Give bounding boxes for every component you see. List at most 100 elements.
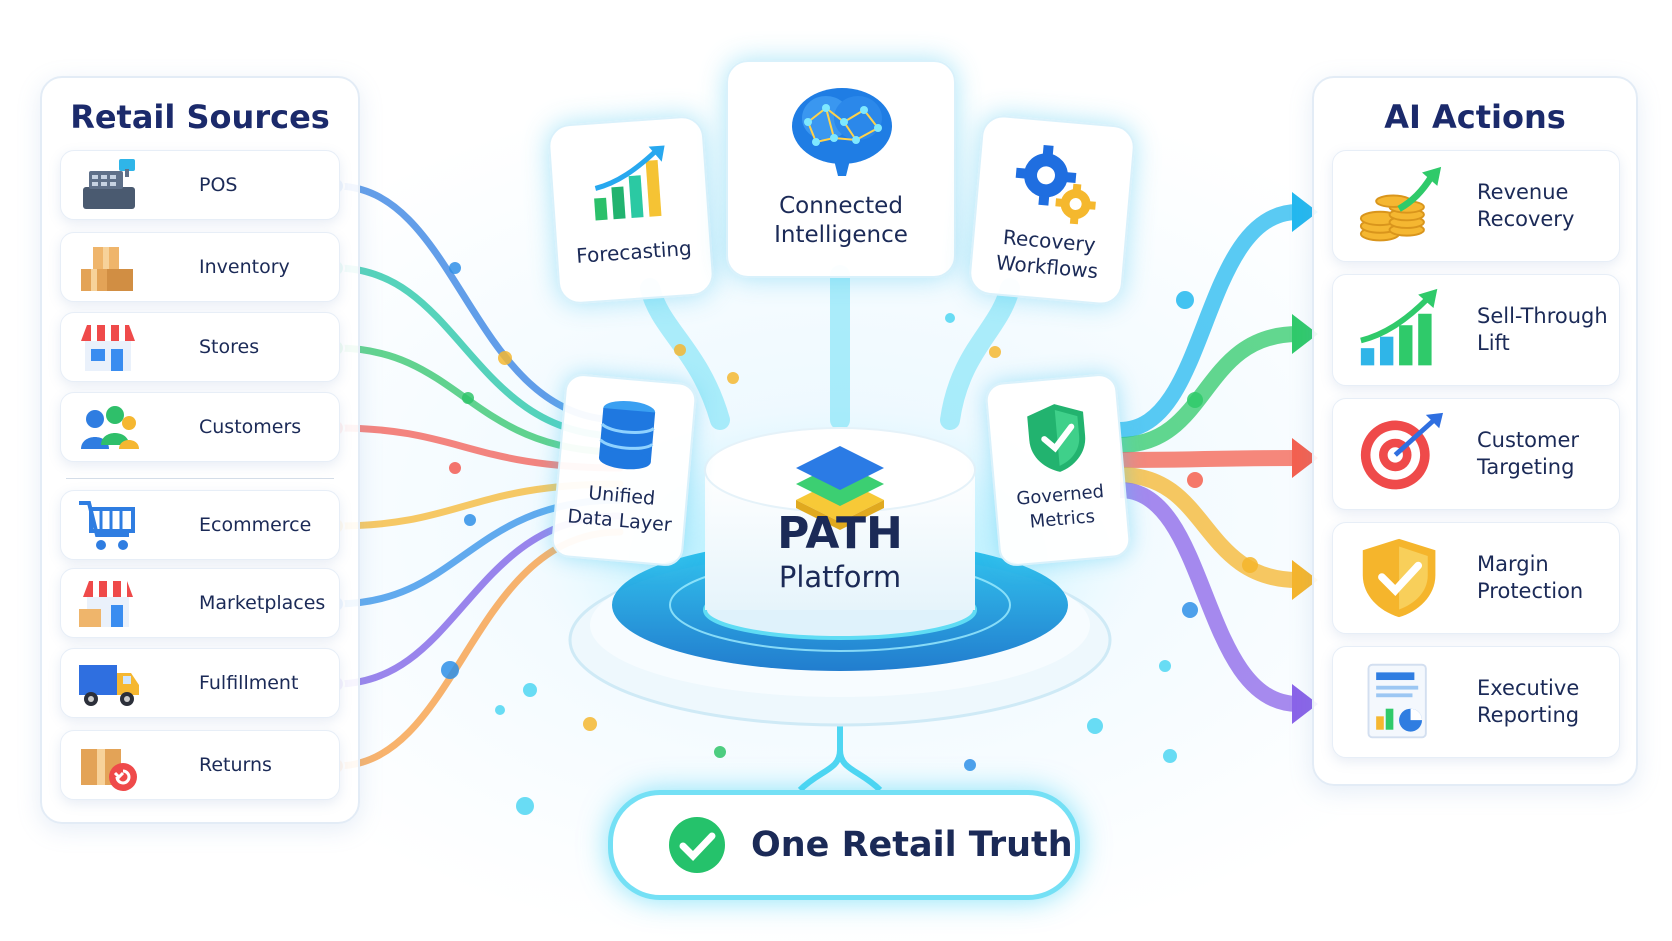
platform-subtitle: Platform [778,560,902,594]
coins-growth-icon [1353,163,1449,249]
target-icon [1353,411,1449,497]
sparkle-dot [674,344,686,356]
source-item-marketplaces[interactable]: Marketplaces [60,568,340,638]
layers-icon [796,446,884,530]
governed-metrics-label: Governed Metrics [1015,481,1105,533]
sparkle-dot [441,661,459,679]
action-flow-arrowhead [1292,684,1318,724]
sparkle-dot [516,797,534,815]
source-item-label: Fulfillment [199,672,299,694]
sparkle-dot [1176,291,1194,309]
action-item-sell-through-lift[interactable]: Sell-Through Lift [1332,274,1620,386]
sparkle-dot [964,759,976,771]
sparkle-dot [1159,660,1171,672]
sparkle-dot [449,262,461,274]
database-icon [598,400,656,470]
action-flow-arrowhead [1292,438,1318,478]
action-flows [1119,192,1318,724]
source-item-inventory[interactable]: Inventory [60,232,340,302]
growth-chart-icon [1353,287,1449,373]
source-item-pos[interactable]: POS [60,150,340,220]
sparkle-dot [1242,557,1258,573]
forecasting-label: Forecasting [575,235,693,268]
sparkle-dots [441,262,1258,815]
action-item-revenue-recovery[interactable]: Revenue Recovery [1332,150,1620,262]
sparkle-dot [1187,392,1203,408]
source-item-label: Inventory [199,256,290,278]
source-item-label: Ecommerce [199,514,312,536]
action-flow-line [1119,467,1299,588]
governed-shield-icon [1027,404,1086,472]
sparkle-dot [1163,749,1177,763]
action-flow-arrowhead [1292,192,1318,232]
cash-register-icon [77,157,141,213]
sparkle-dot [989,346,1001,358]
boxes-icon [77,239,141,295]
path-platform[interactable]: PATH Platform [705,508,975,608]
shopping-cart-icon [77,497,141,553]
retail-sources-title: Retail Sources [70,98,330,136]
sparkle-dot [498,351,512,365]
unified-data-layer-label: Unified Data Layer [566,482,673,537]
ai-actions-title: AI Actions [1384,98,1566,136]
gears-icon [1015,145,1096,225]
platform-name: PATH [777,508,903,559]
sparkle-dot [449,462,461,474]
action-flow-line [1119,204,1299,438]
forecast-chart-icon [594,145,665,221]
action-item-label: Sell-Through Lift [1477,304,1608,355]
source-item-label: Stores [199,336,260,358]
connected-intelligence-card[interactable]: Connected Intelligence [726,60,956,278]
sparkle-dot [464,514,476,526]
one-retail-truth-badge[interactable]: One Retail Truth [608,790,1080,900]
sparkle-dot [462,392,474,404]
action-item-label: Customer Targeting [1477,428,1580,479]
sparkle-dot [714,746,726,758]
source-item-label: Returns [199,754,272,776]
check-circle-icon [669,817,725,873]
action-flow-arrowhead [1292,560,1318,600]
action-item-label: Revenue Recovery [1477,180,1575,231]
action-flow-arrowhead [1292,314,1318,354]
action-item-executive-reporting[interactable]: Executive Reporting [1332,646,1620,758]
sources-divider [66,478,334,479]
governed-metrics-card[interactable]: Governed Metrics [984,372,1132,568]
action-item-label: Executive Reporting [1477,676,1580,727]
source-item-label: Customers [199,416,302,438]
recovery-workflows-label: Recovery Workflows [995,224,1100,284]
recovery-workflows-card[interactable]: Recovery Workflows [967,113,1137,307]
top-flows [640,265,1020,793]
source-item-returns[interactable]: Returns [60,730,340,800]
sparkle-dot [945,313,955,323]
sparkle-dot [727,372,739,384]
sparkle-dot [1087,718,1103,734]
sparkle-dot [583,717,597,731]
source-item-label: POS [199,174,238,196]
customers-icon [77,399,141,455]
action-item-customer-targeting[interactable]: Customer Targeting [1332,398,1620,510]
forecasting-card[interactable]: Forecasting [546,114,716,306]
sparkle-dot [1182,602,1198,618]
action-item-margin-protection[interactable]: Margin Protection [1332,522,1620,634]
source-item-fulfillment[interactable]: Fulfillment [60,648,340,718]
shield-check-icon [1353,535,1449,621]
source-item-ecommerce[interactable]: Ecommerce [60,490,340,560]
sparkle-dot [1187,472,1203,488]
unified-data-layer-card[interactable]: Unified Data Layer [550,372,698,568]
action-flow-line [1119,450,1299,468]
source-item-stores[interactable]: Stores [60,312,340,382]
source-item-label: Marketplaces [199,592,326,614]
source-item-customers[interactable]: Customers [60,392,340,462]
connected-intelligence-label: Connected Intelligence [774,193,908,248]
brain-network-icon [792,88,892,176]
marketplace-icon [77,575,141,631]
sparkle-dot [523,683,537,697]
action-flow-line [1119,482,1299,712]
store-icon [77,319,141,375]
delivery-truck-icon [77,655,141,711]
one-retail-truth-label: One Retail Truth [751,825,1073,865]
sparkle-dot [495,705,505,715]
returns-box-icon [77,737,141,793]
